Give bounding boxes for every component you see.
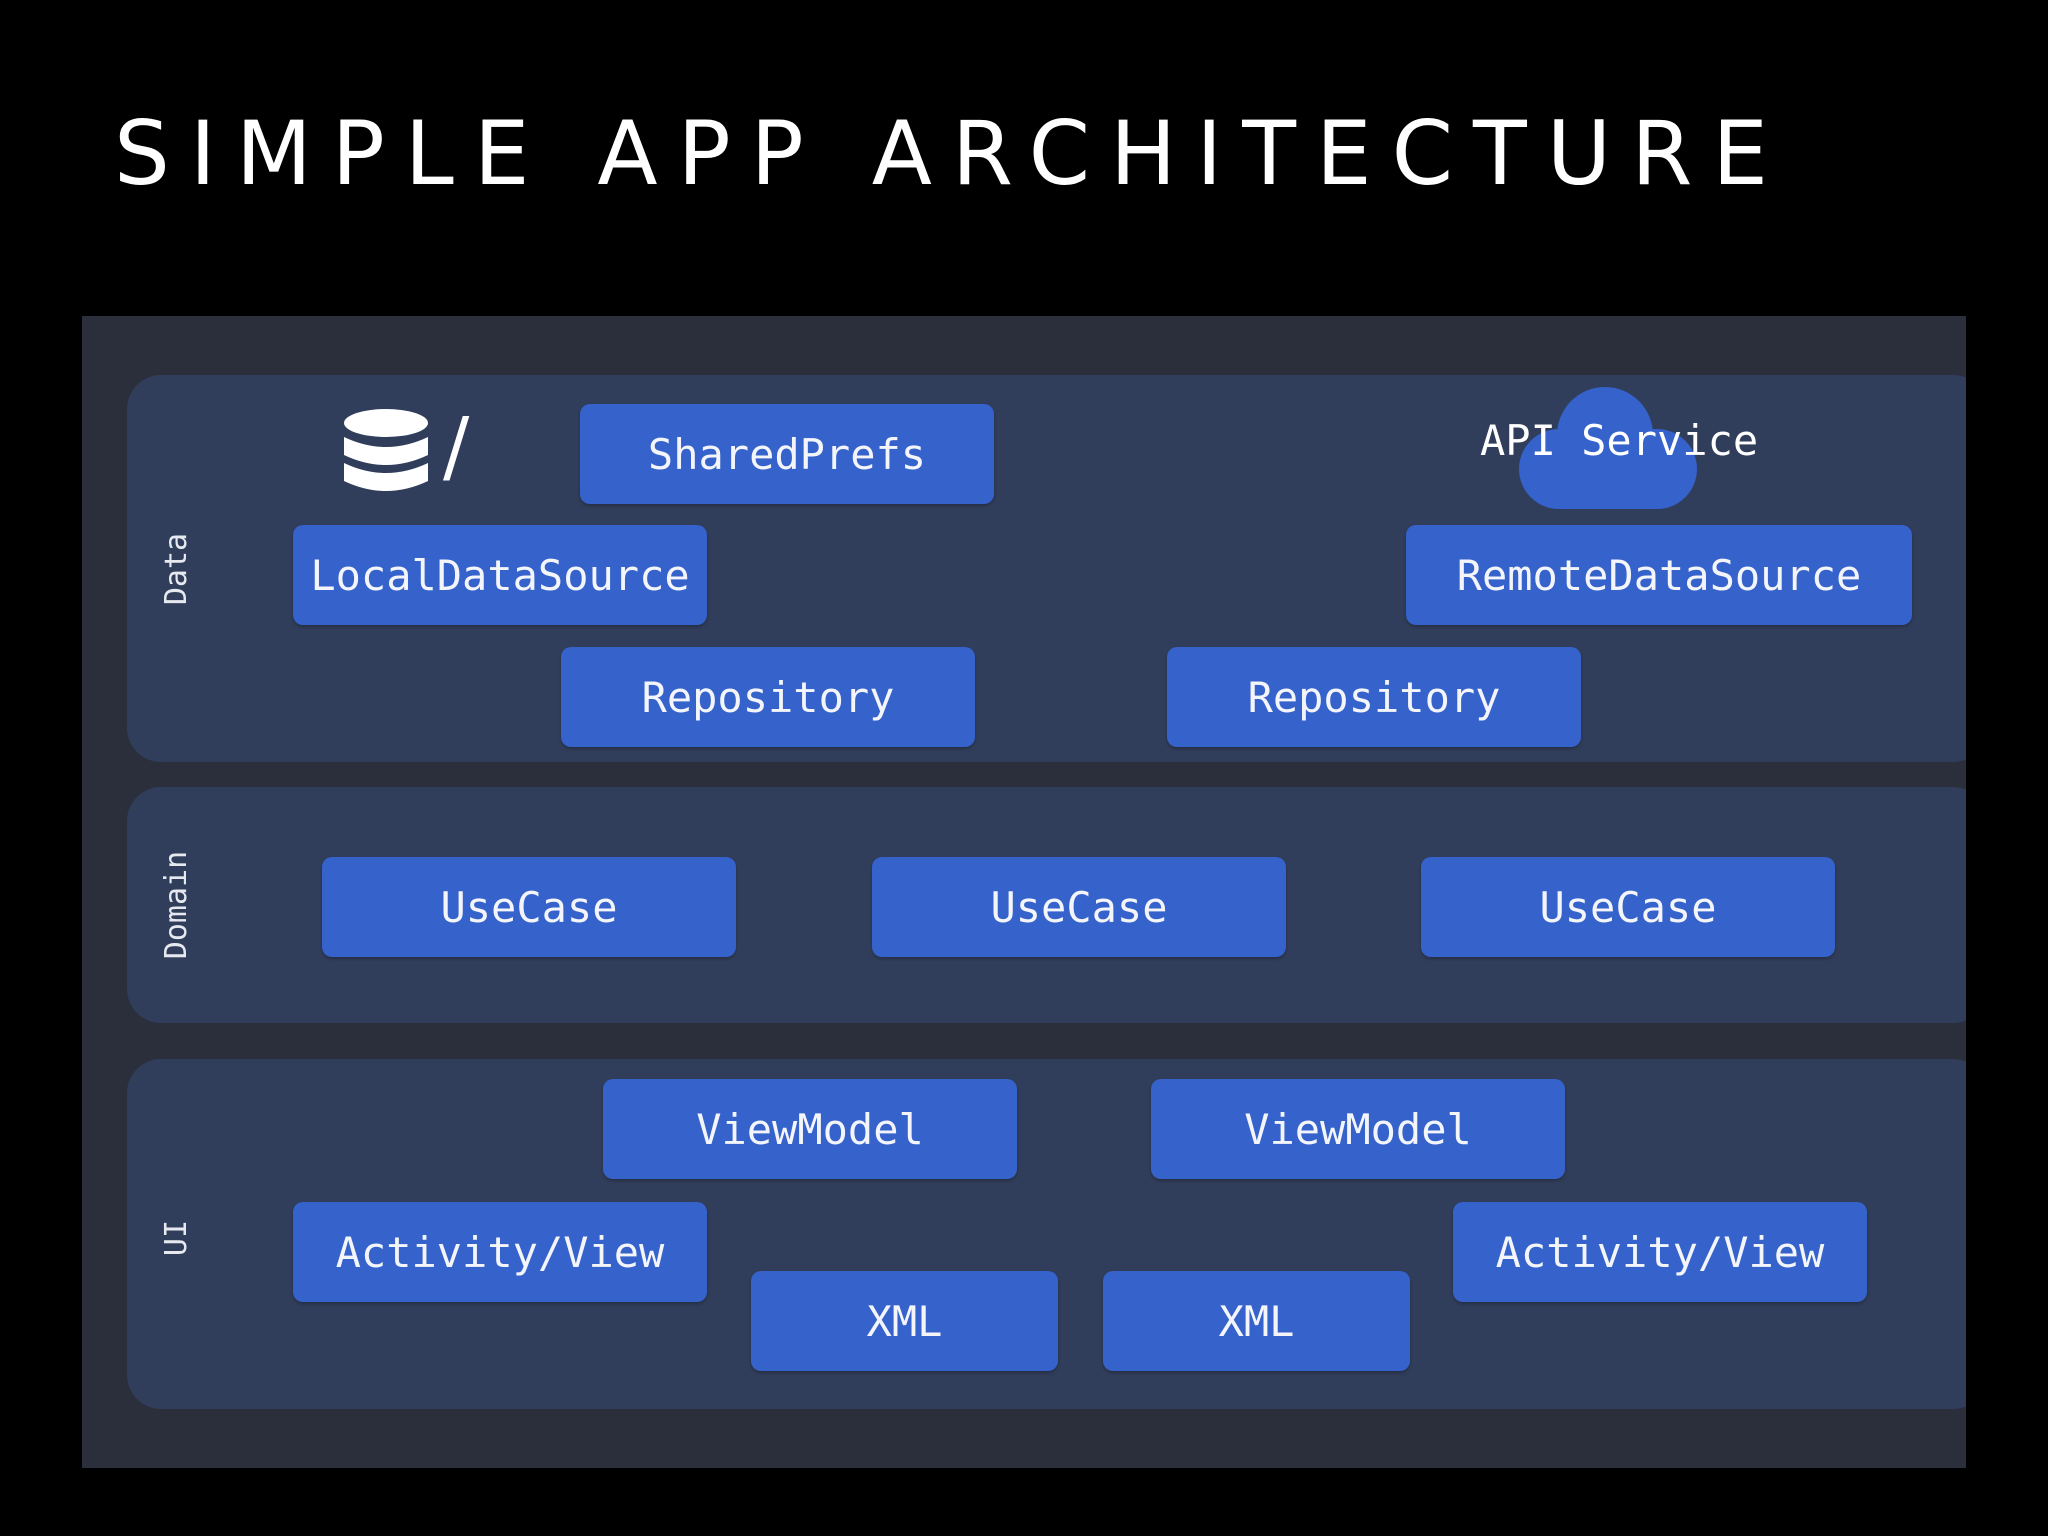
domain-layer: Domain UseCase UseCase UseCase (127, 787, 1966, 1023)
api-service-label: API Service (1480, 416, 1759, 465)
remote-data-source-box: RemoteDataSource (1406, 525, 1912, 625)
activity-view-box: Activity/View (293, 1202, 707, 1302)
data-layer-label: Data (159, 532, 194, 606)
use-case-box: UseCase (1421, 857, 1835, 957)
local-data-source-box: LocalDataSource (293, 525, 707, 625)
domain-layer-label: Domain (159, 850, 194, 960)
slide-title: SIMPLE APP ARCHITECTURE (114, 102, 1788, 205)
architecture-diagram: Data / SharedPrefs API Service LocalData… (82, 316, 1966, 1468)
slash-separator: / (443, 402, 470, 492)
cloud-icon (1519, 387, 1697, 509)
repository-box: Repository (561, 647, 975, 747)
xml-box: XML (1103, 1271, 1410, 1371)
use-case-box: UseCase (322, 857, 736, 957)
database-icon (344, 409, 428, 491)
use-case-box: UseCase (872, 857, 1286, 957)
data-layer: Data / SharedPrefs API Service LocalData… (127, 375, 1966, 762)
xml-box: XML (751, 1271, 1058, 1371)
view-model-box: ViewModel (1151, 1079, 1565, 1179)
activity-view-box: Activity/View (1453, 1202, 1867, 1302)
repository-box: Repository (1167, 647, 1581, 747)
ui-layer: UI ViewModel ViewModel Activity/View Act… (127, 1059, 1966, 1409)
shared-prefs-box: SharedPrefs (580, 404, 994, 504)
ui-layer-label: UI (159, 1219, 194, 1257)
view-model-box: ViewModel (603, 1079, 1017, 1179)
